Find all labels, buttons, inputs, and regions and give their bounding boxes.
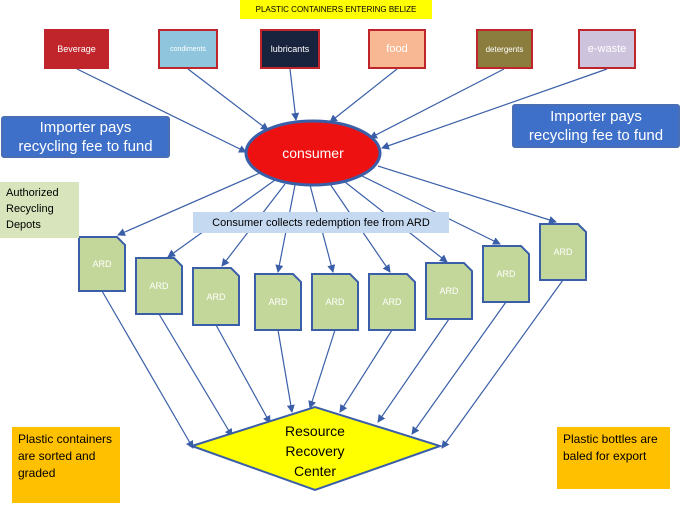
consumer-label: consumer [282,145,344,161]
flow-arrow [289,68,300,121]
flow-arrow [187,68,269,131]
resource-recovery-center-label: Resource Recovery Center [285,423,345,479]
flow-arrow [277,329,295,413]
flow-arrow [101,290,194,449]
baled-export-note: Plastic bottles are baled for export [557,427,670,489]
ard-shape [135,257,183,315]
ard-shape [311,273,359,331]
authorized-depots-note: Authorized Recycling Depots [0,182,79,238]
flow-arrow [76,68,247,153]
category-e-waste: e-waste [578,29,636,69]
flow-arrow [308,329,336,409]
redemption-note: Consumer collects redemption fee from AR… [193,212,449,233]
flow-arrow [361,175,501,245]
importer-fee-left: Importer pays recycling fee to fund [1,116,170,158]
category-lubricants: lubricants [260,29,320,69]
flow-arrow [441,279,564,449]
flow-arrow [377,318,450,423]
ard-shape [425,262,473,320]
flow-arrow [117,171,263,236]
flow-arrow [411,301,507,435]
flow-arrow [215,324,271,424]
category-beverage: Beverage [44,29,109,69]
sorted-graded-note: Plastic containers are sorted and graded [12,427,120,503]
category-condiments: condiments [158,29,218,69]
ard-shape [192,267,240,326]
flow-arrow [158,313,233,437]
ard-shape [539,223,587,281]
ard-shape [482,245,530,303]
category-detergents: detergents [476,29,533,69]
flow-arrow [381,68,608,150]
diagram-title: PLASTIC CONTAINERS ENTERING BELIZE [240,0,432,19]
flow-arrow [329,68,398,123]
importer-fee-right: Importer pays recycling fee to fund [512,104,680,148]
flow-arrow [377,165,557,224]
consumer-node [244,119,382,187]
resource-recovery-center-node [188,405,444,492]
flow-arrow [339,329,393,413]
flow-arrow [369,68,505,139]
ard-shape [78,236,126,292]
category-food: food [368,29,426,69]
ard-shape [254,273,302,331]
ard-shape [368,273,416,331]
ard-shapes [78,223,587,331]
